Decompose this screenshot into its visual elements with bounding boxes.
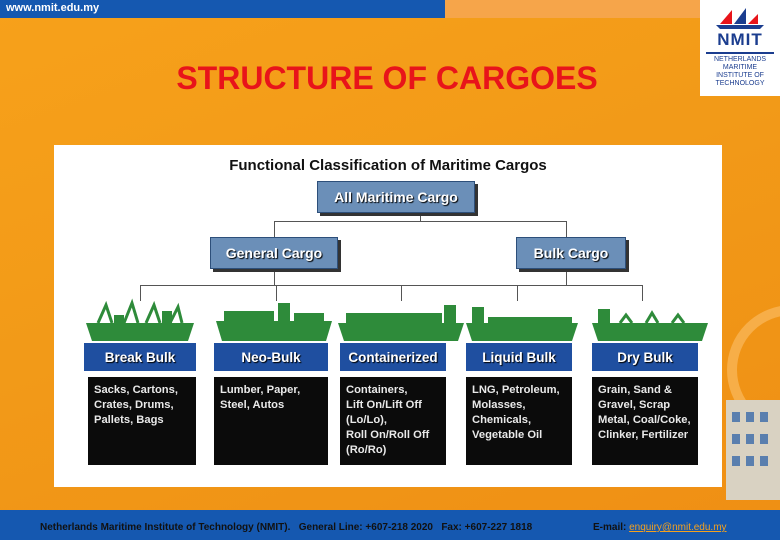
neo-bulk-ship-icon: [216, 303, 332, 341]
footer-org: Netherlands Maritime Institute of Techno…: [40, 522, 291, 533]
top-bar-accent: [445, 0, 700, 18]
footer-fax: Fax: +607-227 1818: [441, 522, 533, 533]
break-bulk-ship-icon: [86, 298, 194, 341]
logo-wordmark: NMIT: [717, 30, 763, 49]
connector-line: [140, 285, 141, 301]
category-dry-bulk: Dry Bulk: [592, 343, 698, 371]
connector-line: [420, 211, 421, 221]
connector-line: [274, 221, 275, 237]
connector-line: [517, 285, 518, 301]
nmit-logo: NMIT NETHERLANDS MARITIME INSTITUTE OF T…: [700, 0, 780, 96]
connector-line: [566, 267, 567, 285]
connector-line: [274, 267, 275, 285]
connector-line: [401, 285, 402, 301]
building-photo: [726, 400, 780, 500]
diagram-title: Functional Classification of Maritime Ca…: [229, 157, 547, 174]
cargo-classification-diagram: Functional Classification of Maritime Ca…: [54, 145, 722, 487]
connector-line: [276, 285, 277, 301]
group-node-general: General Cargo: [210, 237, 338, 269]
site-url[interactable]: www.nmit.edu.my: [6, 2, 100, 14]
category-neo-bulk: Neo-Bulk: [214, 343, 328, 371]
footer-bar: Netherlands Maritime Institute of Techno…: [0, 510, 780, 540]
tanker-ship-icon: [466, 307, 578, 341]
category-liquid-bulk: Liquid Bulk: [466, 343, 572, 371]
examples-containerized: Containers,Lift On/Lift Off(Lo/Lo),Roll …: [340, 377, 446, 465]
examples-liquid-bulk: LNG, Petroleum,Molasses,Chemicals,Vegeta…: [466, 377, 572, 465]
dry-bulk-ship-icon: [592, 309, 708, 341]
connector-line: [566, 221, 567, 237]
top-bar: www.nmit.edu.my: [0, 0, 445, 18]
category-containerized: Containerized: [340, 343, 446, 371]
footer-email-block: E-mail: enquiry@nmit.edu.my: [593, 522, 727, 533]
connector-line: [274, 221, 566, 222]
logo-subtitle: NETHERLANDS MARITIME INSTITUTE OF TECHNO…: [713, 56, 767, 87]
ship-emblem-icon: [716, 8, 764, 29]
footer-contact: Netherlands Maritime Institute of Techno…: [40, 522, 532, 533]
watermark-seal: [727, 306, 780, 434]
examples-break-bulk: Sacks, Cartons,Crates, Drums,Pallets, Ba…: [88, 377, 196, 465]
examples-neo-bulk: Lumber, Paper,Steel, Autos: [214, 377, 328, 465]
group-node-bulk: Bulk Cargo: [516, 237, 626, 269]
connector-line: [642, 285, 643, 301]
footer-phone: General Line: +607-218 2020: [298, 522, 433, 533]
connector-line: [140, 285, 642, 286]
footer-email-label: E-mail:: [593, 522, 627, 533]
slide-title: STRUCTURE OF CARGOES: [176, 60, 598, 96]
category-break-bulk: Break Bulk: [84, 343, 196, 371]
container-ship-icon: [338, 305, 464, 341]
logo-divider: [706, 52, 774, 54]
root-node: All Maritime Cargo: [317, 181, 475, 213]
footer-email-link[interactable]: enquiry@nmit.edu.my: [629, 522, 727, 533]
